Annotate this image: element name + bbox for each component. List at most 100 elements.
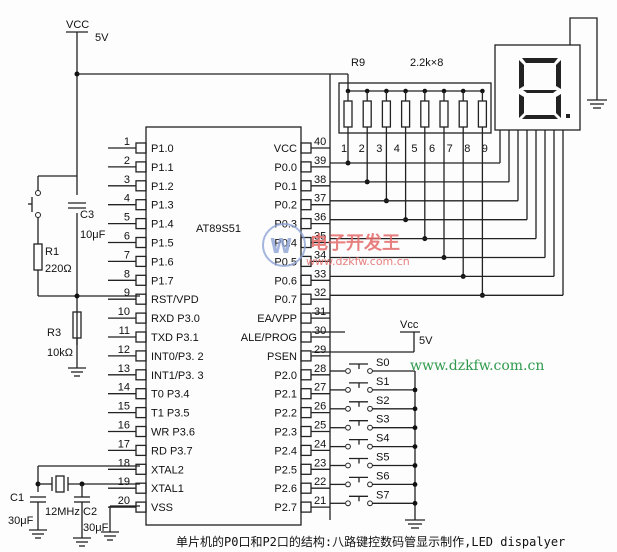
switch-contact bbox=[345, 405, 351, 412]
pin-number-32: 32 bbox=[314, 287, 326, 299]
resistor-network-r9 bbox=[338, 82, 492, 134]
site-url: www.dzkfw.com.cn bbox=[410, 358, 544, 374]
pin-stub bbox=[135, 199, 147, 211]
static-wiring bbox=[28, 17, 607, 547]
pin-name-P0.4: P0.4 bbox=[274, 238, 297, 250]
pin-name-P0.2: P0.2 bbox=[274, 200, 297, 212]
r1-ref: R1 bbox=[45, 246, 59, 258]
pin-name-INT0/P3. 2: INT0/P3. 2 bbox=[151, 351, 204, 363]
pin-stub bbox=[135, 482, 147, 494]
pin-number-2: 2 bbox=[124, 155, 130, 167]
pin-stub bbox=[135, 406, 147, 419]
resistor-element bbox=[343, 100, 353, 128]
switch-contact bbox=[367, 368, 373, 374]
pin-name-WR P3.6: WR P3.6 bbox=[151, 427, 195, 439]
pin-name-P1.4: P1.4 bbox=[151, 219, 174, 231]
pin-name-EA/VPP: EA/VPP bbox=[257, 313, 297, 325]
pin-name-P1.0: P1.0 bbox=[151, 143, 174, 155]
pin-number-33: 33 bbox=[314, 268, 326, 280]
pin-name-VSS: VSS bbox=[151, 502, 173, 514]
junction-dot bbox=[74, 293, 80, 299]
pin-number-7: 7 bbox=[124, 249, 130, 261]
pin-stub bbox=[300, 369, 312, 381]
resistor-element bbox=[381, 100, 392, 128]
pin-number-6: 6 bbox=[124, 231, 130, 243]
pin-name-P1.2: P1.2 bbox=[151, 181, 174, 193]
switch-contact bbox=[345, 500, 351, 507]
pin-stub bbox=[300, 501, 312, 513]
pin-name-P2.3: P2.3 bbox=[274, 427, 297, 439]
pin-stub bbox=[300, 331, 312, 343]
pin-name-P1.5: P1.5 bbox=[151, 238, 174, 250]
switch-label-S2: S2 bbox=[376, 395, 389, 407]
pin-stub bbox=[135, 217, 147, 230]
pin-name-P2.4: P2.4 bbox=[274, 445, 297, 457]
pin-stub bbox=[135, 369, 147, 381]
pin-stub bbox=[135, 463, 147, 475]
generated-elements: 1P1.02P1.13P1.24P1.35P1.46P1.57P1.68P1.7… bbox=[108, 88, 564, 514]
pin-number-40: 40 bbox=[314, 136, 326, 148]
r3-value: 10kΩ bbox=[47, 347, 73, 359]
pin-stub bbox=[300, 161, 312, 173]
pin-number-22: 22 bbox=[314, 476, 326, 488]
vcc-bottom-label: Vcc bbox=[400, 319, 419, 331]
pin-stub bbox=[300, 293, 312, 305]
rn-pin-1: 1 bbox=[341, 143, 347, 155]
pin-stub bbox=[300, 444, 312, 457]
pin-stub bbox=[135, 274, 147, 286]
r9-ref: R9 bbox=[351, 57, 365, 69]
pin-stub bbox=[135, 255, 147, 268]
junction-dot bbox=[412, 463, 418, 468]
pin-name-RXD P3.0: RXD P3.0 bbox=[151, 313, 200, 325]
ground-icon bbox=[68, 367, 86, 377]
pin-stub bbox=[135, 388, 147, 400]
resistor-element bbox=[420, 100, 430, 128]
switch-contact bbox=[367, 424, 373, 431]
pin-name-VCC: VCC bbox=[274, 143, 297, 155]
pin-stub bbox=[135, 444, 147, 457]
ground-icon bbox=[73, 537, 91, 547]
pin-name-TXD P3.1: TXD P3.1 bbox=[151, 332, 199, 344]
pin-name-RD P3.7: RD P3.7 bbox=[151, 445, 193, 457]
c1-ref: C1 bbox=[10, 492, 24, 504]
pin-stub bbox=[135, 501, 147, 513]
junction-dot bbox=[412, 444, 418, 449]
c3-value: 10μF bbox=[80, 229, 106, 241]
pin-stub bbox=[135, 350, 147, 362]
pin-number-26: 26 bbox=[314, 401, 326, 413]
pin-number-16: 16 bbox=[118, 420, 130, 432]
vcc-label: VCC bbox=[66, 19, 89, 31]
pin-name-P0.7: P0.7 bbox=[274, 294, 297, 306]
seven-seg-digit bbox=[519, 58, 570, 119]
pin-number-12: 12 bbox=[118, 344, 130, 356]
pin-name-T1 P3.5: T1 P3.5 bbox=[151, 408, 190, 420]
rn-pin-7: 7 bbox=[447, 143, 453, 155]
ground-icon bbox=[101, 531, 119, 541]
caption: 单片机的P0口和P2口的结构:八路键控数码管显示制作,LED dispalyer bbox=[176, 534, 565, 549]
pin-name-P2.2: P2.2 bbox=[274, 408, 297, 420]
switch-label-S6: S6 bbox=[376, 470, 389, 482]
switch-contact bbox=[367, 481, 373, 488]
switch-contact bbox=[367, 462, 373, 469]
switch-label-S4: S4 bbox=[376, 433, 389, 445]
switch-contact bbox=[35, 212, 41, 218]
pin-number-20: 20 bbox=[118, 495, 130, 507]
resistor-element bbox=[439, 100, 449, 128]
pin-stub bbox=[300, 482, 312, 494]
pin-number-9: 9 bbox=[124, 287, 130, 299]
pin-number-8: 8 bbox=[124, 268, 130, 280]
pin-name-P0.6: P0.6 bbox=[274, 275, 297, 287]
ground-icon bbox=[29, 529, 47, 539]
pin-name-P1.1: P1.1 bbox=[151, 162, 174, 174]
pin-number-1: 1 bbox=[124, 136, 130, 148]
resistor-element bbox=[458, 100, 468, 128]
pin-name-ALE/PROG: ALE/PROG bbox=[241, 332, 297, 344]
pin-number-4: 4 bbox=[124, 193, 130, 205]
pin-number-27: 27 bbox=[314, 382, 326, 394]
pin-number-37: 37 bbox=[314, 193, 326, 205]
r3-ref: R3 bbox=[47, 327, 61, 339]
pin-stub bbox=[135, 293, 147, 305]
pin-name-P1.7: P1.7 bbox=[151, 275, 174, 287]
pin-number-28: 28 bbox=[314, 363, 326, 375]
pin-name-P2.5: P2.5 bbox=[274, 464, 297, 476]
